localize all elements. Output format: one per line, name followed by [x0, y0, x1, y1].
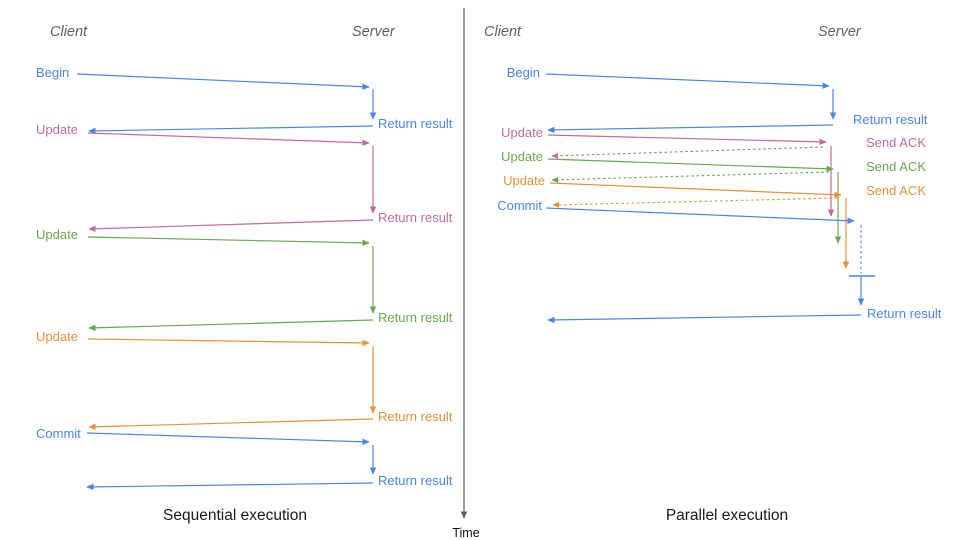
- return-result-label: Return result: [378, 210, 453, 225]
- begin-request-arrow: [76, 73, 370, 90]
- return-result-arrow: [88, 219, 374, 233]
- send-ack-label: Send ACK: [866, 135, 926, 150]
- parallel-panel: Client Server Begin Return result Update…: [484, 24, 942, 524]
- return-result-arrow: [86, 482, 374, 491]
- sequential-panel: Client Server Begin Return result Update…: [36, 24, 453, 524]
- client-header: Client: [50, 24, 88, 40]
- time-axis-label: Time: [452, 526, 479, 540]
- return-result-label: Return result: [378, 409, 453, 424]
- ack-return-dotted-arrow: [551, 171, 830, 183]
- update-label: Update: [501, 149, 543, 164]
- return-result-label: Return result: [867, 306, 942, 321]
- begin-request-arrow: [545, 73, 830, 89]
- return-result-arrow: [88, 125, 374, 135]
- begin-label: Begin: [36, 65, 69, 80]
- send-ack-label: Send ACK: [866, 183, 926, 198]
- return-result-arrow: [547, 314, 862, 324]
- update-request-arrow: [87, 132, 370, 147]
- return-result-label: Return result: [853, 112, 928, 127]
- update-label: Update: [36, 329, 78, 344]
- return-result-arrow: [547, 124, 834, 134]
- update-request-arrow: [549, 182, 842, 199]
- return-result-arrow: [88, 418, 374, 431]
- begin-label: Begin: [507, 65, 540, 80]
- commit-label: Commit: [497, 198, 542, 213]
- update-label: Update: [36, 122, 78, 137]
- update-label: Update: [36, 227, 78, 242]
- update-request-arrow: [87, 236, 370, 247]
- return-result-label: Return result: [378, 116, 453, 131]
- commit-request-arrow: [86, 432, 370, 446]
- sequential-caption: Sequential execution: [163, 507, 307, 524]
- ack-return-dotted-arrow: [551, 146, 824, 159]
- send-ack-label: Send ACK: [866, 159, 926, 174]
- return-result-arrow: [88, 319, 374, 332]
- update-request-arrow: [87, 338, 370, 347]
- server-header: Server: [352, 24, 396, 40]
- update-label: Update: [501, 125, 543, 140]
- commit-label: Commit: [36, 426, 81, 441]
- parallel-caption: Parallel execution: [666, 507, 788, 524]
- server-header: Server: [818, 24, 862, 40]
- return-result-label: Return result: [378, 473, 453, 488]
- update-request-arrow: [547, 158, 834, 173]
- return-result-label: Return result: [378, 310, 453, 325]
- commit-request-arrow: [545, 207, 855, 224]
- update-request-arrow: [547, 134, 827, 146]
- time-axis: Time: [452, 8, 480, 540]
- update-label: Update: [503, 173, 545, 188]
- ack-return-dotted-arrow: [552, 197, 838, 208]
- client-header: Client: [484, 24, 522, 40]
